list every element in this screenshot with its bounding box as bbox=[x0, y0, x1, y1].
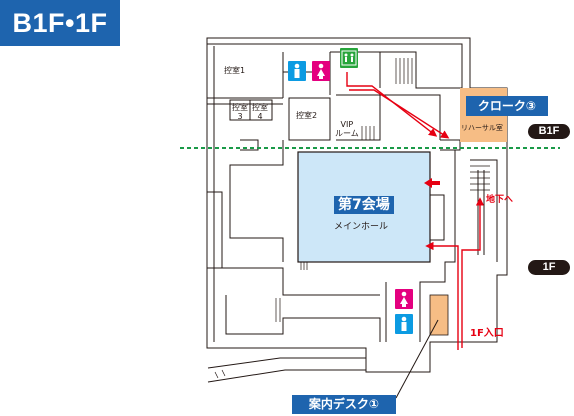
room-label-hikae3-line2: 3 bbox=[237, 112, 243, 121]
info-desk-pointer bbox=[395, 319, 439, 399]
venue-name: 第7会場 bbox=[334, 196, 394, 214]
floor-title: B1F•1F bbox=[0, 0, 120, 46]
room-label-hikae4-line2: 4 bbox=[257, 112, 263, 121]
male-restroom-icon-1f bbox=[395, 314, 413, 334]
room-label-rehearsal: リハーサル室 bbox=[461, 124, 503, 132]
room-label-hikae3: 控室 3 bbox=[232, 103, 248, 121]
floor-marker-1f: 1F bbox=[528, 260, 570, 275]
male-restroom-icon bbox=[288, 61, 306, 81]
room-label-hikae2: 控室2 bbox=[296, 111, 318, 120]
room-label-hikae4-line1: 控室 bbox=[252, 103, 268, 112]
entrance-label: 1F入口 bbox=[470, 328, 504, 339]
female-restroom-icon-1f bbox=[395, 289, 413, 309]
room-label-vip-line1: VIP bbox=[340, 120, 354, 129]
venue-subtitle: メインホール bbox=[334, 222, 389, 232]
female-restroom-icon bbox=[312, 61, 330, 81]
room-label-hikae1: 控室1 bbox=[224, 66, 246, 75]
info-desk-area bbox=[429, 294, 449, 336]
room-label-vip: VIP ルーム bbox=[335, 120, 359, 138]
route-lines bbox=[346, 72, 485, 350]
building-walls bbox=[206, 37, 508, 383]
to-basement-label: 地下へ bbox=[486, 195, 514, 205]
stairs bbox=[214, 58, 490, 379]
room-label-hikae4: 控室 4 bbox=[252, 103, 268, 121]
route-arrows bbox=[424, 178, 440, 188]
accessible-restroom-icon bbox=[340, 48, 358, 68]
cloak-tag: クローク③ bbox=[466, 96, 548, 116]
info-desk-tag: 案内デスク① bbox=[292, 395, 396, 414]
room-label-hikae3-line1: 控室 bbox=[232, 103, 248, 112]
floor-marker-b1f: B1F bbox=[528, 124, 570, 139]
room-label-vip-line2: ルーム bbox=[335, 129, 359, 138]
